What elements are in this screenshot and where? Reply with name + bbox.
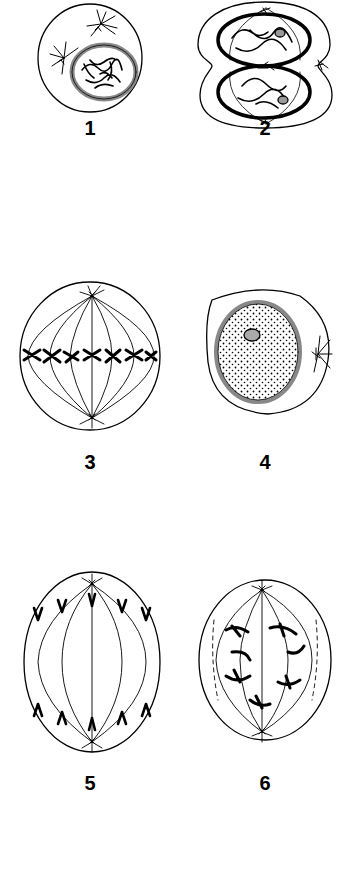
- telophase-cell: [198, 2, 332, 128]
- stage-number: 5: [84, 773, 95, 793]
- stage-number: 4: [259, 452, 270, 472]
- interphase-cell: [207, 290, 332, 414]
- stage-number: 6: [259, 773, 270, 793]
- stage-number: 3: [84, 452, 95, 472]
- prometaphase-cell: [199, 580, 331, 742]
- stage-number: 2: [259, 118, 270, 138]
- prophase-cell: [38, 4, 142, 112]
- stage-number: 1: [84, 118, 95, 138]
- anaphase-cell: [24, 572, 160, 752]
- metaphase-cell: [20, 282, 160, 430]
